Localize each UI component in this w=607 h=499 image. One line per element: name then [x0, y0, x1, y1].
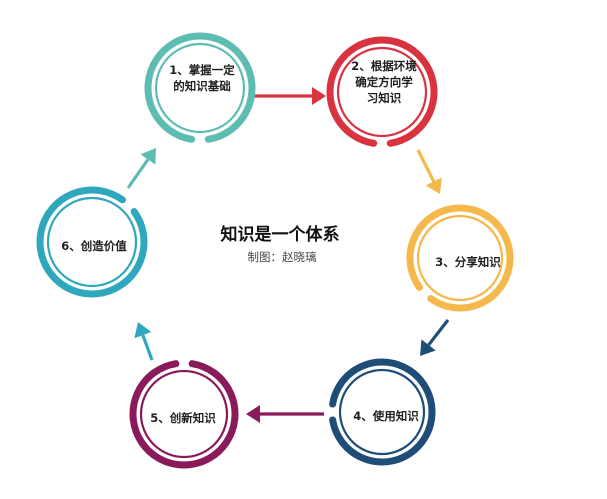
- arrow-1-to-2: [252, 87, 326, 105]
- node-inner-ring: [338, 368, 426, 456]
- node-outer-ring: [144, 32, 256, 143]
- node-inner-ring: [336, 46, 428, 138]
- node-label-line: 1、掌握一定: [169, 63, 235, 77]
- arrow-head: [420, 339, 436, 356]
- center-title: 知识是一个体系: [220, 224, 340, 245]
- node-outer-ring: [406, 204, 514, 312]
- arrow-shaft: [427, 319, 450, 346]
- cycle-node-5: 5、创新知识: [129, 360, 239, 469]
- node-label-line: 5、创新知识: [150, 411, 216, 425]
- arrow-3-to-4: [420, 319, 450, 356]
- arrow-shaft: [416, 149, 436, 183]
- arrow-2-to-3: [416, 149, 442, 194]
- node-inner-ring: [139, 369, 229, 459]
- arrow-shaft: [141, 334, 154, 361]
- arrow-head: [312, 87, 326, 105]
- node-label-line: 4、使用知识: [353, 409, 419, 423]
- node-label-line: 习知识: [367, 91, 402, 105]
- node-inner-ring: [46, 196, 138, 288]
- node-outer-ring: [129, 360, 239, 469]
- cycle-node-6: 6、创造价值: [36, 186, 148, 298]
- cycle-arrows: [126, 87, 450, 423]
- node-inner-ring: [416, 214, 504, 302]
- node-outer-ring: [36, 186, 148, 298]
- arrow-shaft: [126, 158, 150, 189]
- node-label-line: 6、创造价值: [61, 239, 127, 253]
- node-label-line: 3、分享知识: [435, 255, 501, 269]
- arrow-4-to-5: [246, 405, 324, 423]
- node-inner-ring: [154, 42, 246, 134]
- arrow-head: [134, 322, 152, 339]
- cycle-node-4: 4、使用知识: [329, 358, 436, 466]
- node-label-line: 确定方向学: [355, 75, 413, 89]
- arrow-head: [425, 177, 442, 194]
- node-outer-ring: [329, 358, 436, 466]
- node-outer-ring: [326, 36, 438, 147]
- node-label-line: 2、根据环境: [351, 59, 417, 73]
- center-subtitle: 制图：赵晓璃: [248, 250, 317, 264]
- arrow-head: [246, 405, 260, 423]
- arrow-head: [140, 148, 156, 165]
- cycle-node-3: 3、分享知识: [406, 204, 514, 312]
- node-label-line: 的知识基础: [173, 79, 231, 93]
- arrow-6-to-1: [126, 148, 156, 189]
- arrow-5-to-6: [134, 322, 154, 361]
